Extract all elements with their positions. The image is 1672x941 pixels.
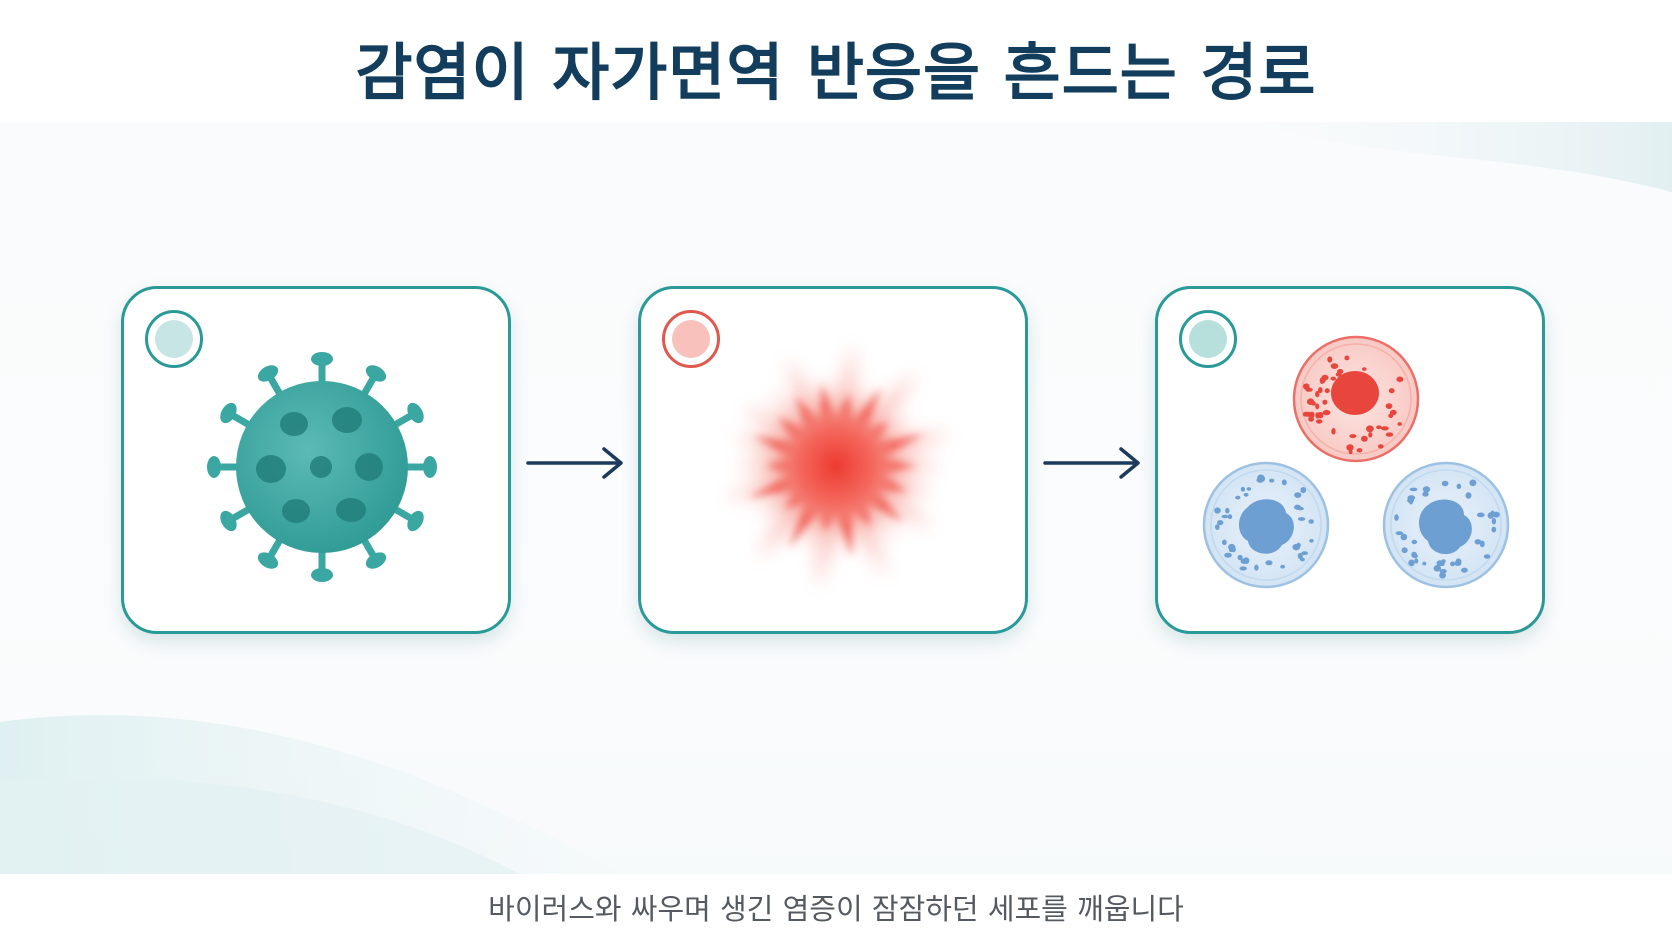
step-badge (1179, 310, 1237, 368)
resting-cell-icon (1382, 461, 1510, 589)
arrow-right-icon (1043, 446, 1143, 484)
caption: 바이러스와 싸우며 생긴 염증이 잠잠하던 세포를 깨웁니다 (488, 892, 1184, 926)
background-wave-decoration (0, 122, 1672, 874)
step-badge (145, 310, 203, 368)
panel-inflammation (638, 286, 1028, 634)
activated-cell-icon (1292, 335, 1420, 463)
arrow-right-icon (526, 446, 626, 484)
virus-icon (207, 352, 437, 582)
panel-immune-cells (1155, 286, 1545, 634)
panel-virus (121, 286, 511, 634)
resting-cell-icon (1202, 461, 1330, 589)
step-badge (662, 310, 720, 368)
immune-cells-icon (1202, 335, 1510, 589)
inflammation-burst-icon (724, 343, 952, 590)
page-title: 감염이 자가면역 반응을 흔드는 경로 (355, 36, 1317, 109)
